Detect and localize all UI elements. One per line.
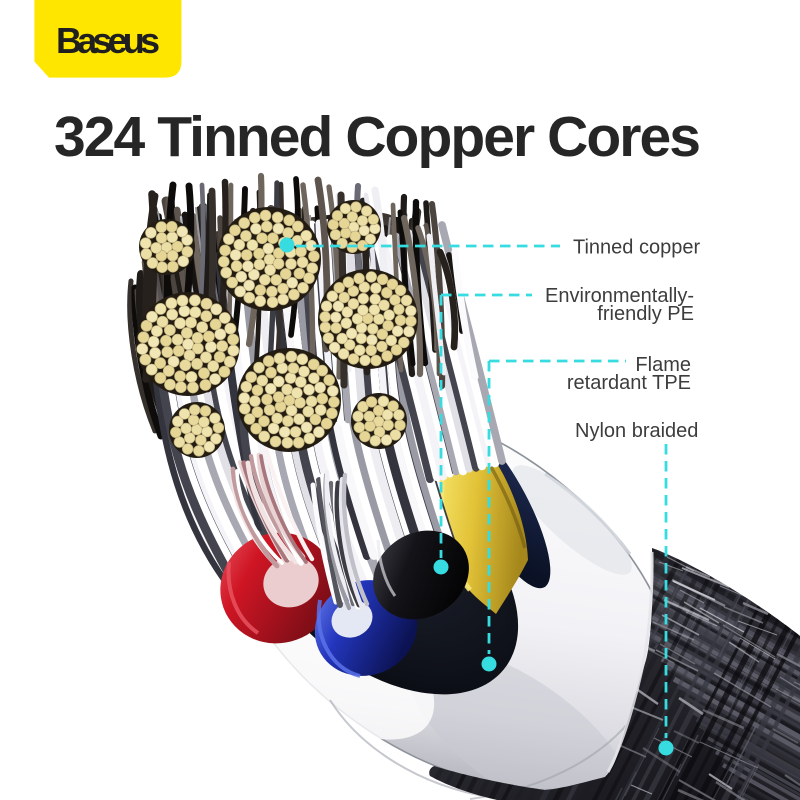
svg-text:friendly PE: friendly PE [597, 303, 694, 325]
svg-text:Tinned copper: Tinned copper [573, 237, 700, 259]
svg-text:324 Tinned Copper Cores: 324 Tinned Copper Cores [54, 105, 701, 169]
svg-text:Baseus: Baseus [56, 20, 160, 61]
svg-text:Nylon braided: Nylon braided [575, 420, 698, 442]
svg-text:retardant TPE: retardant TPE [567, 372, 691, 394]
svg-text:Environmentally-: Environmentally- [545, 285, 694, 307]
svg-text:Flame: Flame [635, 354, 691, 376]
